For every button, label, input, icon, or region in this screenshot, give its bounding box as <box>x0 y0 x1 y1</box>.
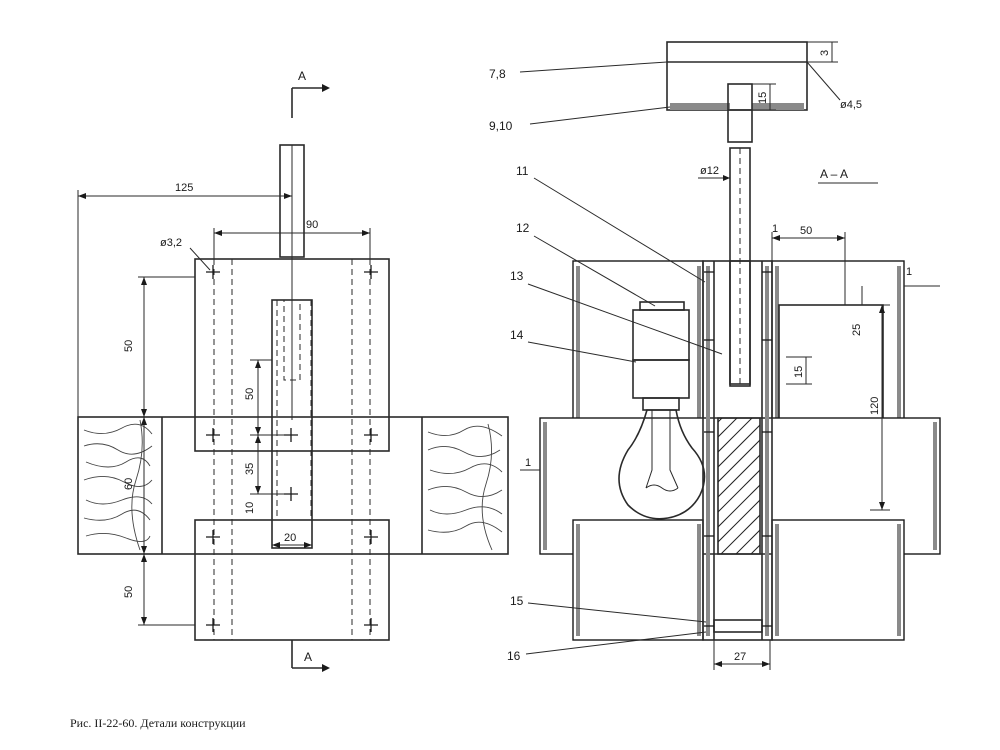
svg-text:50: 50 <box>800 225 812 237</box>
svg-text:60: 60 <box>123 478 135 490</box>
dim-overall-width: 125 <box>77 182 292 417</box>
callout-7-8: 7,8 <box>489 61 668 81</box>
dim-wall-top: 1 <box>772 223 778 235</box>
svg-text:35: 35 <box>244 463 256 475</box>
dim-wall-left: 1 <box>520 457 540 471</box>
callout-9-10: 9,10 <box>489 106 671 133</box>
svg-text:13: 13 <box>510 269 524 283</box>
svg-text:50: 50 <box>123 340 135 352</box>
svg-text:90: 90 <box>306 219 318 231</box>
dim-inner-25: 25 <box>845 286 870 336</box>
box-bottom-left <box>572 519 704 641</box>
svg-text:1: 1 <box>906 266 912 278</box>
callout-16: 16 <box>507 631 707 663</box>
svg-text:ø3,2: ø3,2 <box>160 237 182 249</box>
dim-inner-120: 120 <box>869 304 890 511</box>
svg-text:125: 125 <box>175 182 193 194</box>
svg-text:16: 16 <box>507 649 521 663</box>
svg-text:15: 15 <box>793 366 805 378</box>
svg-text:3: 3 <box>819 50 831 56</box>
cut-letter-top: A <box>298 69 306 83</box>
hatched-block <box>717 417 761 555</box>
cut-letter-bottom: A <box>304 650 312 664</box>
svg-text:7,8: 7,8 <box>489 67 506 81</box>
left-view: A A 125 90 ø3,2 <box>77 69 509 672</box>
dim-cap-height: 3 <box>807 41 838 63</box>
svg-text:ø4,5: ø4,5 <box>840 99 862 111</box>
callout-15: 15 <box>510 594 707 623</box>
section-label: A – A <box>820 167 848 181</box>
callout-12: 12 <box>516 221 656 307</box>
dim-hole-diameter: ø3,2 <box>160 237 211 271</box>
bottom-clamp <box>713 619 763 633</box>
svg-text:120: 120 <box>869 397 881 415</box>
lamp <box>618 301 706 520</box>
svg-text:50: 50 <box>244 388 256 400</box>
dim-rod-diameter: ø12 <box>698 165 730 181</box>
svg-text:9,10: 9,10 <box>489 119 513 133</box>
svg-text:12: 12 <box>516 221 530 235</box>
dim-vertical-left: 50 60 50 <box>123 276 195 626</box>
right-view: 7,8 9,10 11 12 13 14 15 16 <box>489 41 941 670</box>
svg-text:15: 15 <box>510 594 524 608</box>
channel-screws <box>704 271 772 627</box>
top-cap <box>666 41 808 143</box>
svg-text:27: 27 <box>734 651 746 663</box>
central-channel <box>702 260 773 641</box>
svg-text:15: 15 <box>757 92 769 104</box>
svg-text:14: 14 <box>510 328 524 342</box>
rod-right <box>729 147 751 385</box>
svg-text:1: 1 <box>772 223 778 235</box>
dim-inner-width: 90 <box>213 219 371 259</box>
svg-text:ø12: ø12 <box>700 165 719 177</box>
svg-text:11: 11 <box>516 164 529 178</box>
dim-vertical-inner: 50 35 10 <box>244 359 284 514</box>
svg-text:20: 20 <box>284 532 296 544</box>
svg-text:50: 50 <box>123 586 135 598</box>
callout-14: 14 <box>510 328 637 363</box>
svg-text:10: 10 <box>244 502 256 514</box>
svg-text:25: 25 <box>851 324 863 336</box>
dim-rod-15: 15 <box>786 356 812 385</box>
dim-bottom-width: 27 <box>713 640 771 670</box>
dim-strip-width: 20 <box>272 532 312 548</box>
dim-cap-depth: 15 <box>752 83 776 111</box>
dim-wall-right: 1 <box>904 266 940 287</box>
wood-board <box>77 416 509 555</box>
cut-marker-bottom: A <box>291 640 330 672</box>
callout-11: 11 <box>516 164 706 283</box>
cut-marker-top: A <box>291 69 330 118</box>
callout-13: 13 <box>510 269 723 355</box>
screw-crosses <box>206 265 378 632</box>
figure-caption: Рис. II-22-60. Детали конструкции <box>70 716 246 730</box>
dim-cap-hole: ø4,5 <box>806 61 862 111</box>
box-bottom-right <box>771 519 905 641</box>
dim-box-width: 50 <box>771 225 846 305</box>
svg-text:1: 1 <box>525 457 531 469</box>
